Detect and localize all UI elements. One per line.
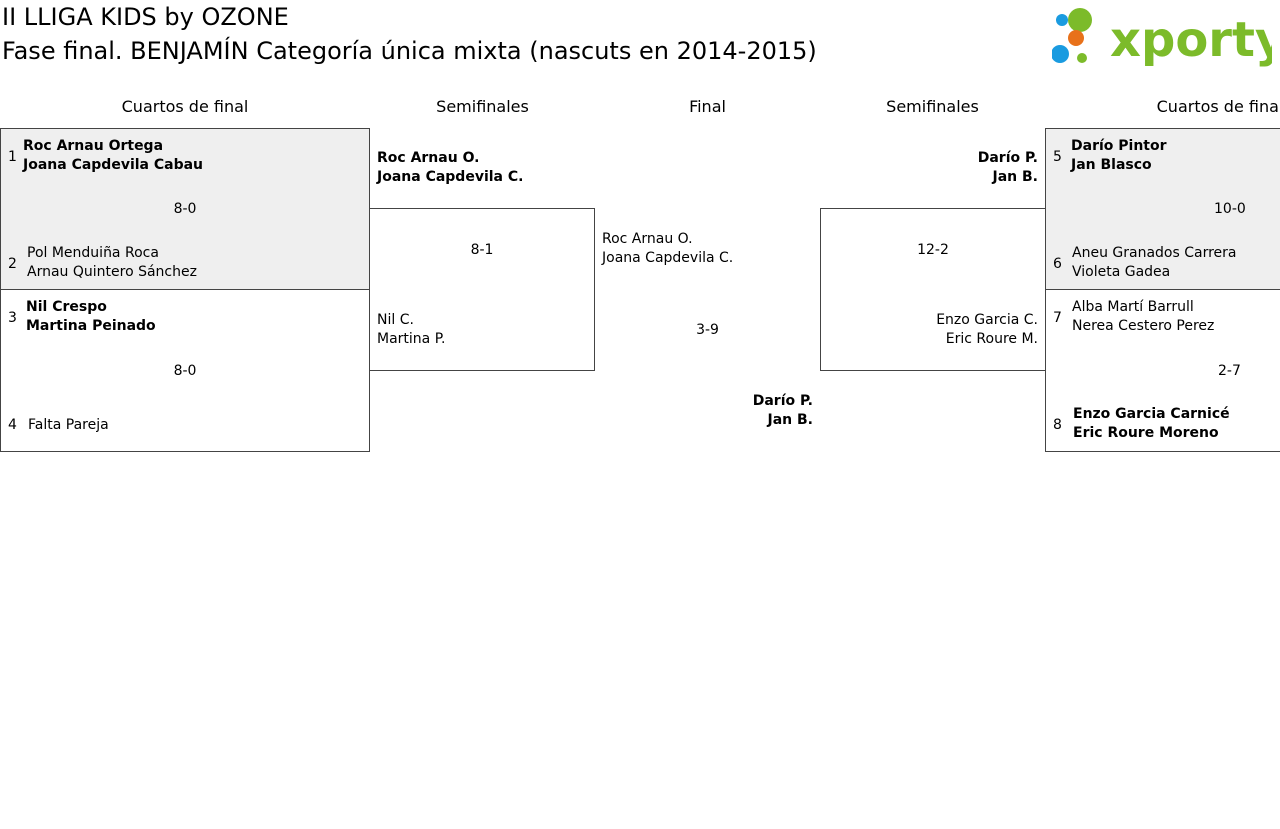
column-header-qf-right: Cuartos de final <box>1156 97 1280 116</box>
match-score: 10-0 <box>1214 201 1246 217</box>
xporty-logo-mark: xporty <box>1051 8 1280 68</box>
seed-number: 7 <box>1053 310 1062 326</box>
player-name: Nerea Cestero Perez <box>1072 318 1215 334</box>
player-name: Darío P. <box>977 150 1038 166</box>
match-sf-left: 8-1 Nil C. Martina P. <box>369 208 595 371</box>
page-subtitle: Fase final. BENJAMÍN Categoría única mix… <box>2 37 817 65</box>
player-name: Eric Roure Moreno <box>1073 425 1219 441</box>
logo-text: xporty <box>1110 12 1272 68</box>
team-sf-left-top: Roc Arnau O. Joana Capdevila C. <box>377 149 523 187</box>
logo-dot-blue <box>1051 45 1069 63</box>
player-name: Roc Arnau O. <box>377 150 480 166</box>
match-qf2-left: 3 Nil Crespo Martina Peinado 8-0 4 Falta… <box>0 289 370 452</box>
team-loser: Pol Menduiña Roca Arnau Quintero Sánchez <box>27 244 197 282</box>
player-name: Nil C. <box>377 312 414 328</box>
player-name: Enzo Garcia Carnicé <box>1073 406 1230 422</box>
column-header-sf-right: Semifinales <box>886 97 979 116</box>
seed-number: 8 <box>1053 417 1062 433</box>
match-qf1-right: 5 Darío Pintor Jan Blasco 10-0 6 Aneu Gr… <box>1045 128 1280 290</box>
team-champion: Darío P. Jan B. <box>600 392 813 430</box>
match-qf2-right: 7 Alba Martí Barrull Nerea Cestero Perez… <box>1045 289 1280 452</box>
player-name: Alba Martí Barrull <box>1072 299 1194 315</box>
team-winner: Enzo Garcia Carnicé Eric Roure Moreno <box>1073 405 1230 443</box>
player-name: Jan B. <box>767 412 814 428</box>
player-name: Arnau Quintero Sánchez <box>27 264 197 280</box>
match-score: 8-1 <box>470 242 494 258</box>
team-sf-right-top: Darío P. Jan B. <box>825 149 1038 187</box>
seed-number: 4 <box>8 417 17 433</box>
team-loser: Nil C. Martina P. <box>377 311 445 349</box>
column-header-sf-left: Semifinales <box>436 97 529 116</box>
page-title: II LLIGA KIDS by OZONE <box>2 3 289 31</box>
logo-dot-green <box>1068 8 1092 32</box>
match-qf1-left: 1 Roc Arnau Ortega Joana Capdevila Cabau… <box>0 128 370 290</box>
player-name: Roc Arnau O. <box>602 231 693 247</box>
team-final-left: Roc Arnau O. Joana Capdevila C. <box>602 230 733 268</box>
match-score: 8-0 <box>173 363 197 379</box>
team-loser: Enzo Garcia C. Eric Roure M. <box>825 311 1038 349</box>
player-name: Martina P. <box>377 331 446 347</box>
team-winner: Nil Crespo Martina Peinado <box>26 298 156 336</box>
seed-number: 1 <box>8 149 17 165</box>
team-winner: Roc Arnau Ortega Joana Capdevila Cabau <box>23 137 203 175</box>
team-loser: Falta Pareja <box>28 416 109 435</box>
player-name: Darío P. <box>752 393 813 409</box>
seed-number: 3 <box>8 310 17 326</box>
match-score: 12-2 <box>917 242 949 258</box>
player-name: Nil Crespo <box>26 299 107 315</box>
player-name: Darío Pintor <box>1071 138 1167 154</box>
player-name: Aneu Granados Carrera <box>1072 245 1237 261</box>
match-score: 8-0 <box>173 201 197 217</box>
match-sf-right: 12-2 Enzo Garcia C. Eric Roure M. <box>820 208 1046 371</box>
player-name: Eric Roure M. <box>945 331 1038 347</box>
seed-number: 5 <box>1053 149 1062 165</box>
team-winner: Darío Pintor Jan Blasco <box>1071 137 1167 175</box>
player-name: Pol Menduiña Roca <box>27 245 159 261</box>
column-header-qf-left: Cuartos de final <box>121 97 249 116</box>
player-name: Falta Pareja <box>28 417 109 433</box>
player-name: Martina Peinado <box>26 318 156 334</box>
final-score: 3-9 <box>696 322 719 338</box>
player-name: Roc Arnau Ortega <box>23 138 164 154</box>
team-loser: Alba Martí Barrull Nerea Cestero Perez <box>1072 298 1214 336</box>
logo-dot-blue-small <box>1056 14 1068 26</box>
player-name: Joana Capdevila Cabau <box>23 157 204 173</box>
player-name: Joana Capdevila C. <box>602 250 734 266</box>
player-name: Jan Blasco <box>1071 157 1152 173</box>
player-name: Jan B. <box>992 169 1039 185</box>
player-name: Enzo Garcia C. <box>936 312 1038 328</box>
logo-dot-green-small <box>1077 53 1087 63</box>
seed-number: 6 <box>1053 256 1062 272</box>
logo-dot-orange <box>1068 30 1084 46</box>
match-score: 2-7 <box>1218 363 1241 379</box>
player-name: Joana Capdevila C. <box>377 169 524 185</box>
team-loser: Aneu Granados Carrera Violeta Gadea <box>1072 244 1236 282</box>
seed-number: 2 <box>8 256 17 272</box>
player-name: Violeta Gadea <box>1072 264 1171 280</box>
column-header-final: Final <box>689 97 726 116</box>
xporty-logo: xporty <box>1051 4 1280 68</box>
